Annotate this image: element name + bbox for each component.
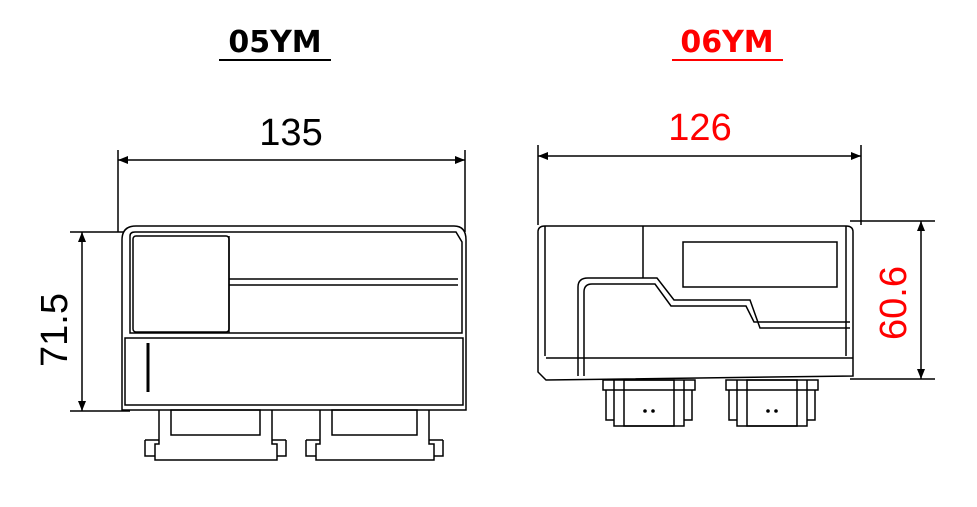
- height-label-06ym: 60.6: [873, 266, 915, 340]
- height-dimension-05ym: [70, 231, 130, 412]
- width-dimension-05ym: [117, 150, 466, 232]
- width-label-05ym: 135: [259, 112, 322, 154]
- height-dimension-06ym: [850, 220, 935, 380]
- width-dimension-06ym: [537, 145, 862, 225]
- ecu-body-06ym: [537, 225, 854, 427]
- width-label-06ym: 126: [668, 107, 731, 149]
- unit-05ym: 05YM 135 71.5: [34, 25, 467, 461]
- title-05ym: 05YM: [228, 25, 321, 60]
- height-label-05ym: 71.5: [34, 293, 76, 367]
- unit-06ym: 06YM 126 60.6: [537, 25, 935, 427]
- title-06ym: 06YM: [680, 25, 773, 60]
- ecu-body-05ym: [121, 225, 467, 461]
